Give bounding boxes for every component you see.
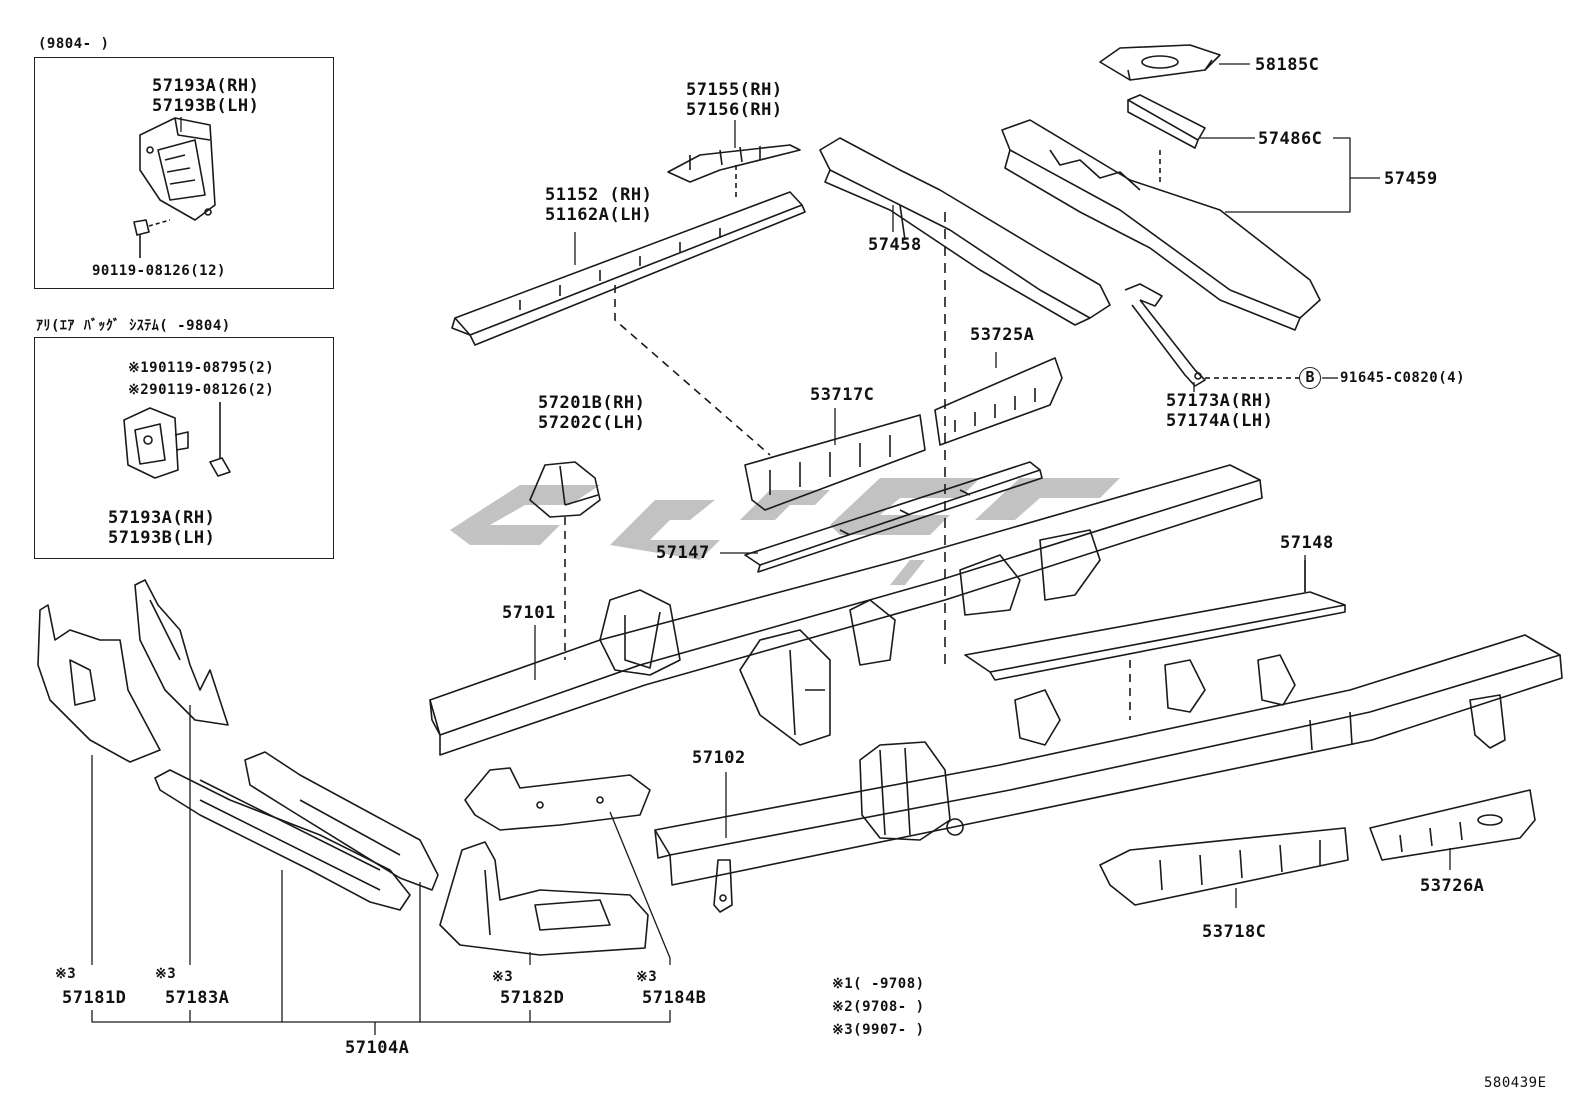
part-58185c-drawing <box>1099 44 1221 81</box>
part-57181d-drawing <box>37 604 161 763</box>
label-57104a: 57104A <box>345 1038 410 1058</box>
inset1-header: (9804- ) <box>38 36 110 52</box>
label-57184b: 57184B <box>642 988 707 1008</box>
label-57486c: 57486C <box>1258 129 1323 149</box>
label-57193b-2: 57193B(LH) <box>108 528 216 548</box>
mark-57183a: ※3 <box>155 966 177 982</box>
label-51152: 51152 (RH) <box>545 185 653 205</box>
part-57147-drawing <box>744 461 1043 573</box>
label-57101: 57101 <box>502 603 556 623</box>
label-57193a: 57193A(RH) <box>152 76 260 96</box>
label-57202c: 57202C(LH) <box>538 413 646 433</box>
mark-57181d: ※3 <box>55 966 77 982</box>
label-57459: 57459 <box>1384 169 1438 189</box>
label-57102: 57102 <box>692 748 746 768</box>
inset2-header: ｱﾘ(ｴｱ ﾊﾞｯｸﾞ ｼｽﾃﾑ( -9804) <box>36 318 231 334</box>
label-53718c: 53718C <box>1202 922 1267 942</box>
part-53726a-drawing <box>1369 789 1536 861</box>
label-57201b: 57201B(RH) <box>538 393 646 413</box>
label-90119-08126: 90119-08126(12) <box>92 263 226 279</box>
bolt-90119-drawing <box>209 402 231 477</box>
label-57147: 57147 <box>656 543 710 563</box>
label-57155: 57155(RH) <box>686 80 783 100</box>
part-57155-drawing <box>667 144 801 200</box>
reference-b-circle: B <box>1299 367 1321 389</box>
leader-lines <box>91 63 1451 1035</box>
part-57104a-drawing <box>154 751 439 911</box>
label-57156: 57156(RH) <box>686 100 783 120</box>
figure-code: 580439E <box>1484 1075 1547 1091</box>
part-57173a-drawing <box>1124 283 1300 387</box>
part-57102-drawing <box>654 634 1563 913</box>
label-57182d: 57182D <box>500 988 565 1008</box>
inset-box-airbag <box>34 337 334 559</box>
label-57174a: 57174A(LH) <box>1166 411 1274 431</box>
label-53717c: 53717C <box>810 385 875 405</box>
part-53717c-drawing <box>744 414 926 511</box>
part-51152-drawing <box>451 191 806 456</box>
part-57201b-drawing <box>529 461 601 660</box>
label-90119-08126-b: ※290119-08126(2) <box>128 382 275 398</box>
label-57183a: 57183A <box>165 988 230 1008</box>
label-57173a: 57173A(RH) <box>1166 391 1274 411</box>
footnote-3: ※3(9907- ) <box>832 1022 925 1038</box>
part-53718c-drawing <box>1099 827 1349 906</box>
watermark-logo <box>450 478 1120 585</box>
mark-57184b: ※3 <box>636 969 658 985</box>
part-53725a-drawing <box>934 357 1063 446</box>
mark-57182d: ※3 <box>492 969 514 985</box>
label-57148: 57148 <box>1280 533 1334 553</box>
part-57183a-drawing <box>134 579 229 726</box>
part-57486c-drawing <box>1127 94 1206 185</box>
footnote-2: ※2(9708- ) <box>832 999 925 1015</box>
label-90119-08795: ※190119-08795(2) <box>128 360 275 376</box>
label-57193b: 57193B(LH) <box>152 96 260 116</box>
label-53725a: 53725A <box>970 325 1035 345</box>
label-53726a: 53726A <box>1420 876 1485 896</box>
inset-box-bracket <box>34 57 334 289</box>
footnote-1: ※1( -9708) <box>832 976 925 992</box>
part-57182d-drawing <box>439 841 649 956</box>
label-51162a: 51162A(LH) <box>545 205 653 225</box>
label-57181d: 57181D <box>62 988 127 1008</box>
label-57193a-2: 57193A(RH) <box>108 508 216 528</box>
part-57101-drawing <box>429 464 1263 756</box>
bracket-57193-airbag-drawing <box>123 407 189 479</box>
part-57459-drawing <box>1001 119 1321 331</box>
part-57458-drawing <box>819 137 1111 670</box>
bolt-90119-08126-drawing <box>133 219 171 258</box>
label-91645-c0820: 91645-C0820(4) <box>1340 370 1466 386</box>
part-57184b-drawing <box>464 767 651 831</box>
label-57458: 57458 <box>868 235 922 255</box>
label-58185c: 58185C <box>1255 55 1320 75</box>
